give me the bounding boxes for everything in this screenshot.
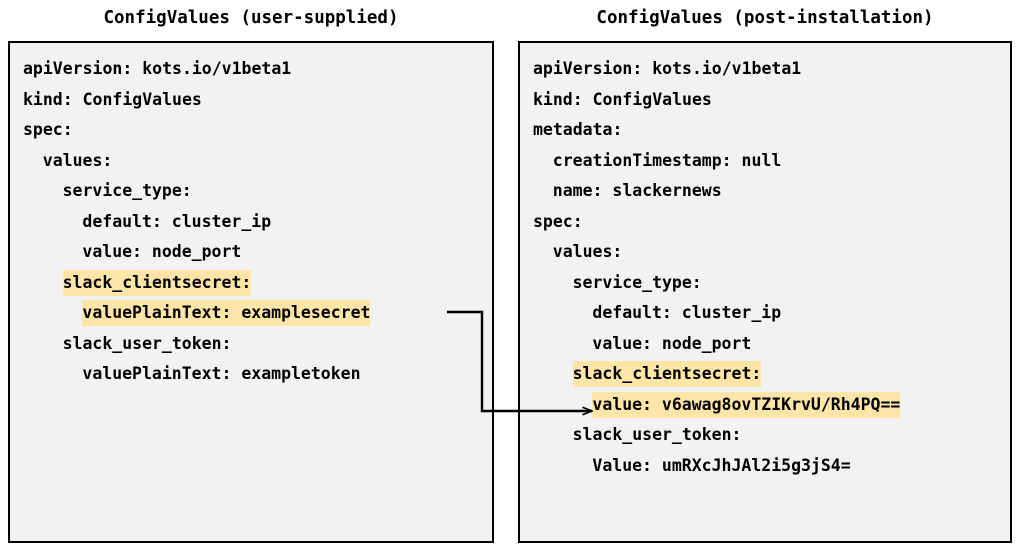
code-text: service_type: <box>62 181 192 200</box>
code-line: valuePlainText: examplesecret <box>10 298 492 329</box>
code-line: default: cluster_ip <box>10 207 492 238</box>
panel-title-left: ConfigValues (user-supplied) <box>103 8 399 28</box>
code-text: apiVersion: kots.io/v1beta1 <box>533 59 802 78</box>
code-text: kind: ConfigValues <box>533 89 712 109</box>
code-text: service_type: <box>572 272 702 292</box>
highlighted-code-text: slack_clientsecret: <box>62 269 252 296</box>
code-text: default: cluster_ip <box>592 303 782 322</box>
code-line: slack_user_token: <box>520 420 1010 451</box>
code-text: slack_user_token: <box>572 425 742 444</box>
code-line: spec: <box>10 115 492 146</box>
code-line: service_type: <box>10 176 492 207</box>
code-line: Value: umRXcJhJAl2i5g3jS4= <box>520 451 1010 482</box>
code-line: metadata: <box>520 115 1010 146</box>
code-line: creationTimestamp: null <box>520 146 1010 177</box>
code-line: service_type: <box>520 268 1010 299</box>
code-text: values: <box>552 242 623 261</box>
highlighted-code-text: valuePlainText: examplesecret <box>82 300 371 326</box>
code-text: valuePlainText: exampletoken <box>82 364 361 383</box>
code-line: values: <box>520 237 1010 268</box>
highlighted-code-text: slack_clientsecret: <box>572 361 762 387</box>
code-line: name: slackernews <box>520 176 1010 207</box>
code-text: value: node_port <box>592 333 752 353</box>
code-line: slack_clientsecret: <box>520 359 1010 390</box>
code-text: slack_user_token: <box>62 333 232 353</box>
highlighted-code-text: value: v6awag8ovTZIKrvU/Rh4PQ== <box>592 391 901 418</box>
code-line: apiVersion: kots.io/v1beta1 <box>10 54 492 85</box>
code-line: values: <box>10 146 492 177</box>
code-line: value: node_port <box>520 329 1010 360</box>
code-text: metadata: <box>533 120 623 139</box>
code-line: value: node_port <box>10 237 492 268</box>
code-line: slack_user_token: <box>10 329 492 360</box>
configvalues-user-supplied-panel: apiVersion: kots.io/v1beta1 kind: ConfigV… <box>8 41 494 543</box>
configvalues-post-installation-panel: apiVersion: kots.io/v1beta1 kind: ConfigV… <box>518 41 1012 543</box>
code-line: spec: <box>520 207 1010 238</box>
code-text: values: <box>42 150 113 170</box>
code-block-right: apiVersion: kots.io/v1beta1 kind: ConfigV… <box>520 43 1010 541</box>
code-line: value: v6awag8ovTZIKrvU/Rh4PQ== <box>520 390 1010 421</box>
code-text: kind: ConfigValues <box>23 89 202 109</box>
code-line: apiVersion: kots.io/v1beta1 <box>520 54 1010 85</box>
code-block-left: apiVersion: kots.io/v1beta1 kind: ConfigV… <box>10 43 492 541</box>
code-line: valuePlainText: exampletoken <box>10 359 492 390</box>
code-line: slack_clientsecret: <box>10 268 492 299</box>
code-text: spec: <box>533 211 583 231</box>
panel-title-right: ConfigValues (post-installation) <box>596 8 934 28</box>
code-line: kind: ConfigValues <box>10 85 492 116</box>
code-line: default: cluster_ip <box>520 298 1010 329</box>
code-text: spec: <box>23 120 73 139</box>
code-text: apiVersion: kots.io/v1beta1 <box>23 59 292 78</box>
code-text: value: node_port <box>82 242 242 261</box>
code-text: Value: umRXcJhJAl2i5g3jS4= <box>592 455 851 475</box>
code-text: creationTimestamp: null <box>552 150 782 170</box>
code-text: default: cluster_ip <box>82 211 272 231</box>
code-line: kind: ConfigValues <box>520 85 1010 116</box>
code-text: name: slackernews <box>552 181 722 200</box>
